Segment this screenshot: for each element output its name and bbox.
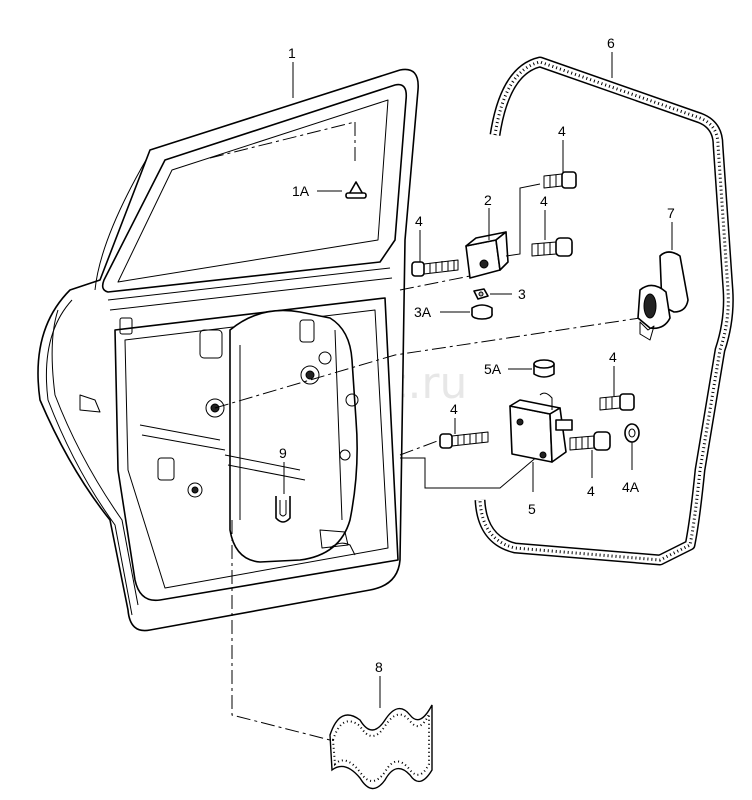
label-9: 9 [279, 445, 287, 461]
bolt-lower-right [569, 431, 611, 451]
label-3: 3 [518, 286, 526, 302]
grommet [637, 251, 689, 341]
leader-line [399, 439, 441, 456]
nut-3 [473, 288, 489, 300]
cap-3a [471, 304, 493, 320]
leader-line [214, 317, 641, 409]
door-seal [474, 56, 734, 566]
leader-line [231, 520, 331, 741]
label-4a-washer: 4A [622, 479, 640, 495]
door-shell [37, 68, 419, 632]
label-2: 2 [484, 192, 492, 208]
bolt-upper-left [411, 259, 459, 277]
label-4e: 4 [609, 349, 617, 365]
clip-1a [345, 181, 367, 199]
cap-5a [533, 359, 555, 378]
label-5: 5 [528, 501, 536, 517]
upper-hinge-bracket [465, 183, 541, 279]
label-8: 8 [375, 659, 383, 675]
insulation-pad [329, 704, 433, 790]
bolt-upper-right [531, 237, 573, 257]
label-5a: 5A [484, 361, 502, 377]
label-3a: 3A [414, 304, 432, 320]
label-1a: 1A [292, 183, 310, 199]
lower-hinge [509, 392, 573, 463]
bolt-upper-top [543, 171, 577, 189]
label-4d: 4 [450, 401, 458, 417]
bolt-lower-left [439, 431, 489, 449]
washer-4a [624, 423, 640, 443]
label-1: 1 [288, 45, 296, 61]
label-7: 7 [667, 205, 675, 221]
bolt-lower-top [599, 393, 635, 411]
label-4a: 4 [415, 213, 423, 229]
leader-line [400, 449, 546, 489]
label-4c: 4 [540, 193, 548, 209]
label-4b: 4 [558, 123, 566, 139]
label-4f: 4 [587, 483, 595, 499]
clip-9 [275, 496, 291, 523]
label-6: 6 [607, 35, 615, 51]
